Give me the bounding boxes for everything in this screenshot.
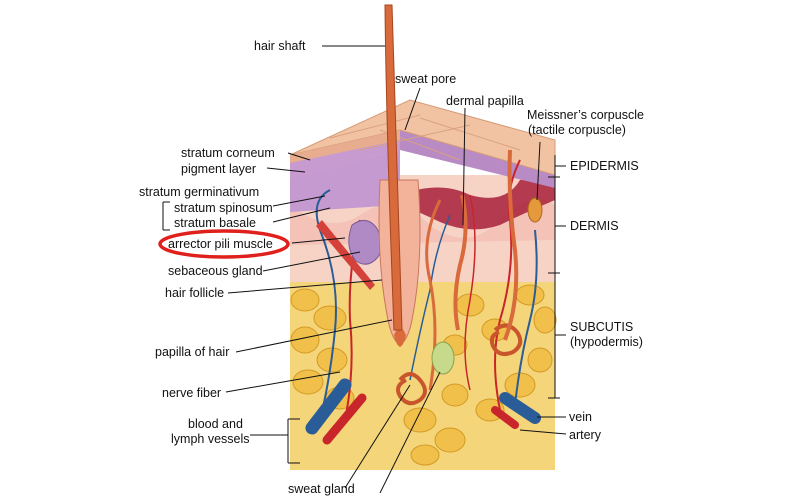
label-meissner-corpuscle: Meissner’s corpuscle [527,108,644,123]
label-sweat-gland: sweat gland [288,482,355,497]
label-dermal-papilla: dermal papilla [446,94,524,109]
label-subcutis: SUBCUTIS [570,320,633,335]
label-arrector-pili-muscle: arrector pili muscle [168,237,273,252]
label-epidermis: EPIDERMIS [570,159,639,174]
label-hair-follicle: hair follicle [165,286,224,301]
label-nerve-fiber: nerve fiber [162,386,221,401]
label-tactile-corpuscle: (tactile corpuscle) [528,123,626,138]
label-blood-and: blood and [188,417,243,432]
label-stratum-germinativum: stratum germinativum [139,185,259,200]
label-stratum-corneum: stratum corneum [181,146,275,161]
label-pigment-layer: pigment layer [181,162,256,177]
label-hypodermis: (hypodermis) [570,335,643,350]
label-dermis: DERMIS [570,219,619,234]
label-sebaceous-gland: sebaceous gland [168,264,263,279]
label-vein: vein [569,410,592,425]
pacinian-corpuscle [432,342,454,374]
meissner-corpuscle [528,198,542,222]
label-sweat-pore: sweat pore [395,72,456,87]
label-stratum-spinosum: stratum spinosum [174,201,273,216]
label-artery: artery [569,428,601,443]
label-lymph-vessels: lymph vessels [171,432,250,447]
label-stratum-basale: stratum basale [174,216,256,231]
label-papilla-of-hair: papilla of hair [155,345,229,360]
label-hair-shaft: hair shaft [254,39,305,54]
